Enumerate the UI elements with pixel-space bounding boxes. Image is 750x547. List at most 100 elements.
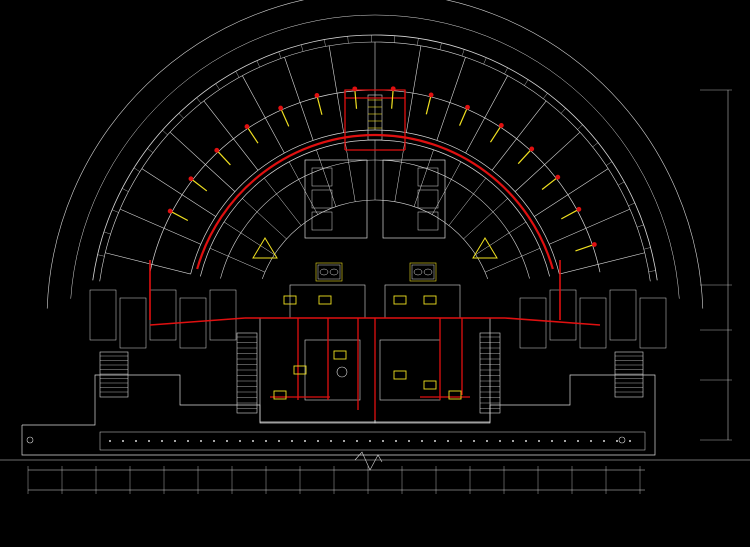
facade-tick [439, 42, 442, 50]
inner-room-wall [345, 142, 356, 202]
fixture-frame [409, 262, 437, 282]
facade-tick [543, 93, 548, 99]
inner-room-wall [242, 198, 287, 240]
facade-tick [483, 57, 487, 65]
wing-room-right [639, 297, 667, 349]
base-parking-strip [99, 431, 646, 451]
radial-branch [458, 107, 469, 126]
inner-room-wall [432, 161, 462, 215]
device-node [188, 176, 194, 182]
bay-marker [395, 440, 397, 442]
facade-arc-outer [92, 34, 658, 281]
facade-tick [648, 270, 656, 272]
room-wall [328, 45, 344, 133]
bay-marker [369, 440, 371, 442]
fixture-frame [315, 262, 343, 282]
equipment-box [448, 390, 462, 400]
bay-marker [434, 440, 436, 442]
bay-marker [564, 440, 566, 442]
elevator-shaft [417, 211, 439, 231]
fixture [319, 268, 329, 276]
facade-tick [618, 181, 625, 186]
facade-tick [278, 51, 282, 59]
elevator-shaft [311, 167, 333, 187]
round-column [336, 366, 348, 378]
triangle-cabinet-symbol [252, 237, 278, 259]
fixture [413, 268, 423, 276]
fixture [423, 268, 433, 276]
bay-marker [213, 440, 215, 442]
elevator-shaft [311, 189, 333, 209]
radial-branch [190, 178, 208, 192]
room-wall [242, 75, 285, 154]
device-node [465, 104, 470, 110]
bay-marker [317, 440, 319, 442]
equipment-box [333, 350, 347, 360]
facade-tick [592, 142, 599, 148]
core-ring [261, 199, 489, 280]
room-wall [514, 131, 581, 192]
wing-room-right [549, 289, 577, 341]
equipment-box [393, 370, 407, 380]
inner-room-wall [394, 142, 405, 202]
equipment-box [318, 295, 332, 305]
facade-tick [417, 38, 419, 46]
facade-tick [347, 36, 349, 44]
wing-room-right [519, 297, 547, 349]
main-corridor-cable-tray [196, 133, 554, 270]
bay-marker [239, 440, 241, 442]
bay-marker [460, 440, 462, 442]
floor-feed-right [504, 317, 601, 326]
elevator-core-right [382, 159, 446, 239]
equipment-box [393, 295, 407, 305]
device-node [214, 147, 220, 153]
room-wall [534, 168, 609, 217]
wing-room-right [579, 297, 607, 349]
radial-branch [541, 176, 559, 190]
bay-marker [382, 440, 384, 442]
radial-branch [280, 107, 290, 127]
outer-boundary-arc [46, 0, 704, 309]
bay-marker [538, 440, 540, 442]
facade-tick [215, 83, 220, 90]
fixture-block [411, 264, 435, 280]
bay-marker [109, 440, 111, 442]
bay-marker [122, 440, 124, 442]
triangle-cabinet-symbol [472, 237, 498, 259]
radial-branch [575, 243, 595, 252]
device-node [591, 242, 597, 247]
inner-room-wall [263, 178, 302, 226]
device-node [576, 206, 582, 212]
device-node [244, 124, 250, 129]
floor-feed-left [149, 317, 246, 326]
stair-enclosure [236, 332, 258, 414]
wing-room-left [119, 297, 147, 349]
mid-room-left [289, 284, 366, 319]
elevator-shaft [417, 189, 439, 209]
equipment-box [423, 295, 437, 305]
inner-room-wall [448, 178, 487, 226]
room-wall [119, 208, 201, 245]
lower-inner-left [304, 339, 361, 401]
bay-marker [590, 440, 592, 442]
inner-room-wall [463, 198, 508, 240]
facade-tick [628, 202, 635, 207]
room-wall [436, 57, 466, 141]
bay-marker [447, 440, 449, 442]
radial-branch [391, 88, 394, 109]
corridor-ring-outer [190, 129, 560, 275]
radial-branch [489, 125, 502, 143]
room-wall [105, 252, 191, 275]
bay-marker [486, 440, 488, 442]
radial-room-walls [97, 35, 656, 275]
room-wall [549, 208, 631, 245]
mid-room-right [384, 284, 461, 319]
facade-tick [256, 60, 260, 68]
radial-branch [425, 94, 432, 115]
bay-marker [330, 440, 332, 442]
equipment-box [423, 380, 437, 390]
inner-room-wall [288, 161, 318, 215]
facade-tick [577, 124, 583, 130]
inner-room-wall [209, 247, 266, 273]
